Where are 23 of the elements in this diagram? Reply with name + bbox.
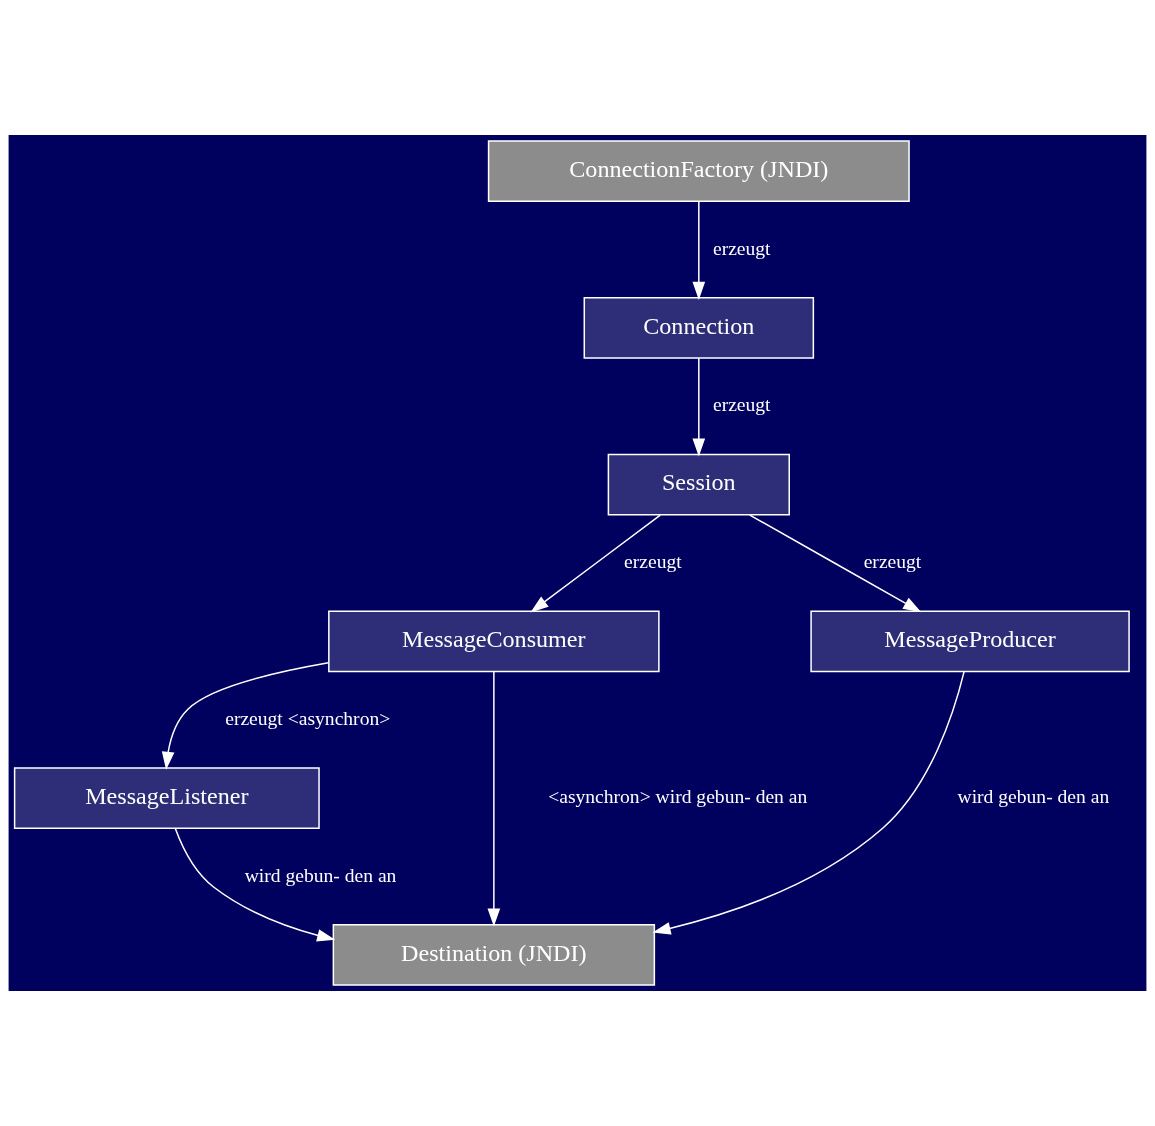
arrow — [487, 670, 501, 927]
node-box: MessageListener — [13, 767, 320, 829]
node-box: Session — [607, 453, 790, 516]
arrow — [161, 662, 330, 770]
edge-label: erzeugt — [863, 551, 922, 573]
edge-label: wird gebun- den an — [244, 864, 397, 886]
edge-label: erzeugt — [712, 237, 771, 259]
edge-label: <asynchron> wird gebun- den an — [548, 786, 808, 808]
node-box: Connection — [583, 297, 815, 359]
node-box: Destination (JNDI) — [332, 923, 656, 986]
arrow — [749, 514, 922, 613]
edge-label: wird gebun- den an — [957, 786, 1110, 808]
edge-label: erzeugt — [624, 551, 682, 573]
node-box: ConnectionFactory (JNDI) — [487, 140, 910, 203]
node-box: MessageProducer — [810, 610, 1130, 673]
arrow — [174, 827, 336, 942]
edge-label: erzeugt — [712, 394, 771, 416]
arrow — [530, 514, 662, 613]
edge-label: erzeugt <asynchron> — [225, 707, 391, 729]
arrow — [692, 357, 706, 457]
arrow — [652, 670, 965, 935]
node-box: MessageConsumer — [328, 610, 660, 673]
arrow — [692, 200, 706, 300]
